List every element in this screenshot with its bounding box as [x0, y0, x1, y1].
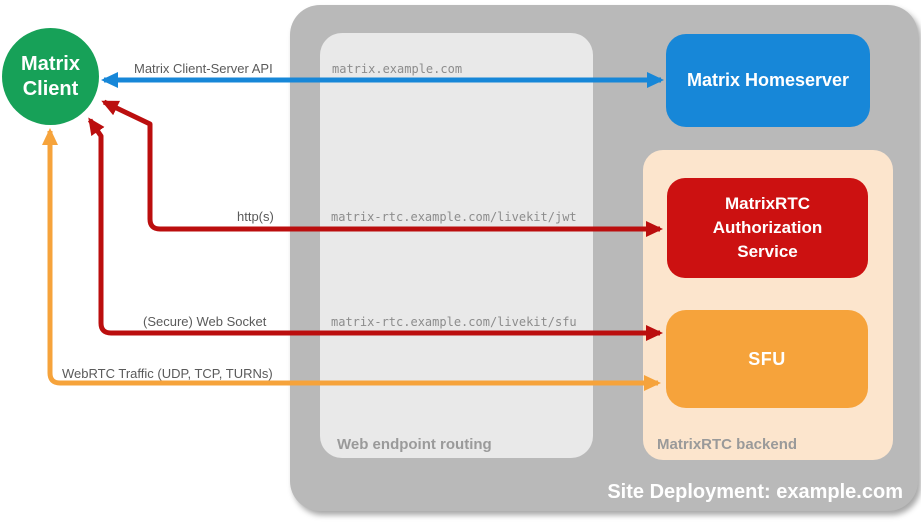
sfu-label: SFU	[748, 348, 786, 369]
sfu-node: SFU	[666, 310, 868, 408]
web-endpoint-routing-label: Web endpoint routing	[337, 436, 492, 453]
matrixrtc-backend-label: MatrixRTC backend	[657, 436, 798, 453]
matrix-homeserver-node: Matrix Homeserver	[666, 34, 870, 127]
site-deployment-title: Site Deployment: example.com	[607, 481, 903, 503]
matrixrtc-auth-service-label: MatrixRTC Authorization Service	[712, 194, 823, 261]
endpoint-livekit-sfu-url: matrix-rtc.example.com/livekit/sfu	[331, 315, 577, 329]
websocket-arrow-label: (Secure) Web Socket	[143, 314, 267, 329]
matrix-homeserver-label: Matrix Homeserver	[686, 70, 850, 90]
client-server-api-arrow-label: Matrix Client-Server API	[134, 61, 273, 76]
matrix-client-node: Matrix Client	[2, 28, 99, 125]
matrix-client-label: Matrix Client	[21, 52, 80, 100]
matrixrtc-auth-service-node: MatrixRTC Authorization Service	[667, 178, 868, 278]
web-endpoint-routing-container	[320, 33, 593, 458]
endpoint-homeserver-domain: matrix.example.com	[332, 62, 463, 76]
endpoint-livekit-jwt-url: matrix-rtc.example.com/livekit/jwt	[331, 210, 577, 224]
https-arrow-label: http(s)	[237, 209, 274, 224]
webrtc-traffic-arrow-label: WebRTC Traffic (UDP, TCP, TURNs)	[62, 366, 273, 381]
